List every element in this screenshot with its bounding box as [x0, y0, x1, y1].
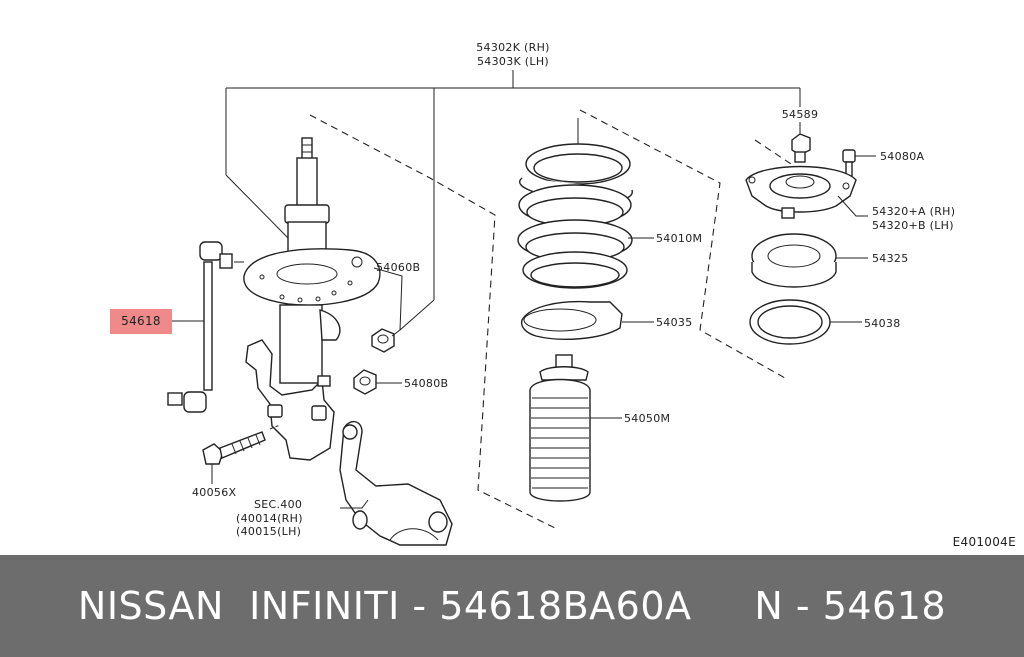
label-54050m: 54050M — [624, 412, 670, 425]
strut-mount-insulator — [745, 165, 857, 219]
stabilizer-link — [167, 241, 244, 413]
label-top-rh: 54302K (RH) — [476, 41, 550, 54]
label-top-lh: 54303K (LH) — [477, 55, 549, 68]
label-insulator-lh: 54320+B (LH) — [872, 219, 954, 232]
label-insulator-rh: 54320+A (RH) — [872, 205, 955, 218]
footer-part-number: NISSAN INFINITI - 54618BA60A N - 54618 — [77, 584, 947, 628]
bolt-40056x — [202, 424, 281, 465]
steering-knuckle — [339, 421, 453, 546]
nut-54060b — [371, 328, 395, 353]
highlight-54618 — [110, 309, 172, 334]
ring-seal — [749, 299, 831, 345]
label-knuckle-rh: (40014(RH) — [236, 512, 303, 525]
nut-54080b — [353, 369, 377, 395]
nut-54080a — [842, 149, 856, 177]
labels: 54302K (RH) 54303K (LH) 54589 54080A 543… — [121, 41, 1016, 549]
label-knuckle-lh: (40015(LH) — [236, 525, 301, 538]
label-54325: 54325 — [872, 252, 909, 265]
assembly-dashed-outline — [309, 109, 801, 529]
parts-diagram: 54302K (RH) 54303K (LH) 54589 54080A 543… — [110, 41, 1016, 549]
label-54038: 54038 — [864, 317, 901, 330]
spring-seat — [520, 300, 623, 340]
mount-nut-54589 — [791, 133, 811, 163]
footer-banner: NISSAN INFINITI - 54618BA60A N - 54618 — [0, 555, 1024, 657]
label-54618: 54618 — [121, 314, 161, 328]
label-sec400: SEC.400 — [254, 498, 302, 511]
strut-bearing — [751, 233, 837, 288]
leader-lines — [172, 122, 876, 509]
coil-spring — [517, 118, 633, 289]
label-40056x: 40056X — [192, 486, 236, 499]
top-callout-lines — [225, 70, 801, 331]
label-54080a: 54080A — [880, 150, 924, 163]
shock-absorber — [243, 137, 381, 461]
label-54010m: 54010M — [656, 232, 702, 245]
diagram-code: E401004E — [953, 535, 1016, 549]
label-54589: 54589 — [782, 108, 819, 121]
label-54060b: 54060B — [376, 261, 420, 274]
bound-bumper — [529, 354, 591, 502]
label-54035: 54035 — [656, 316, 693, 329]
label-54080b: 54080B — [404, 377, 448, 390]
